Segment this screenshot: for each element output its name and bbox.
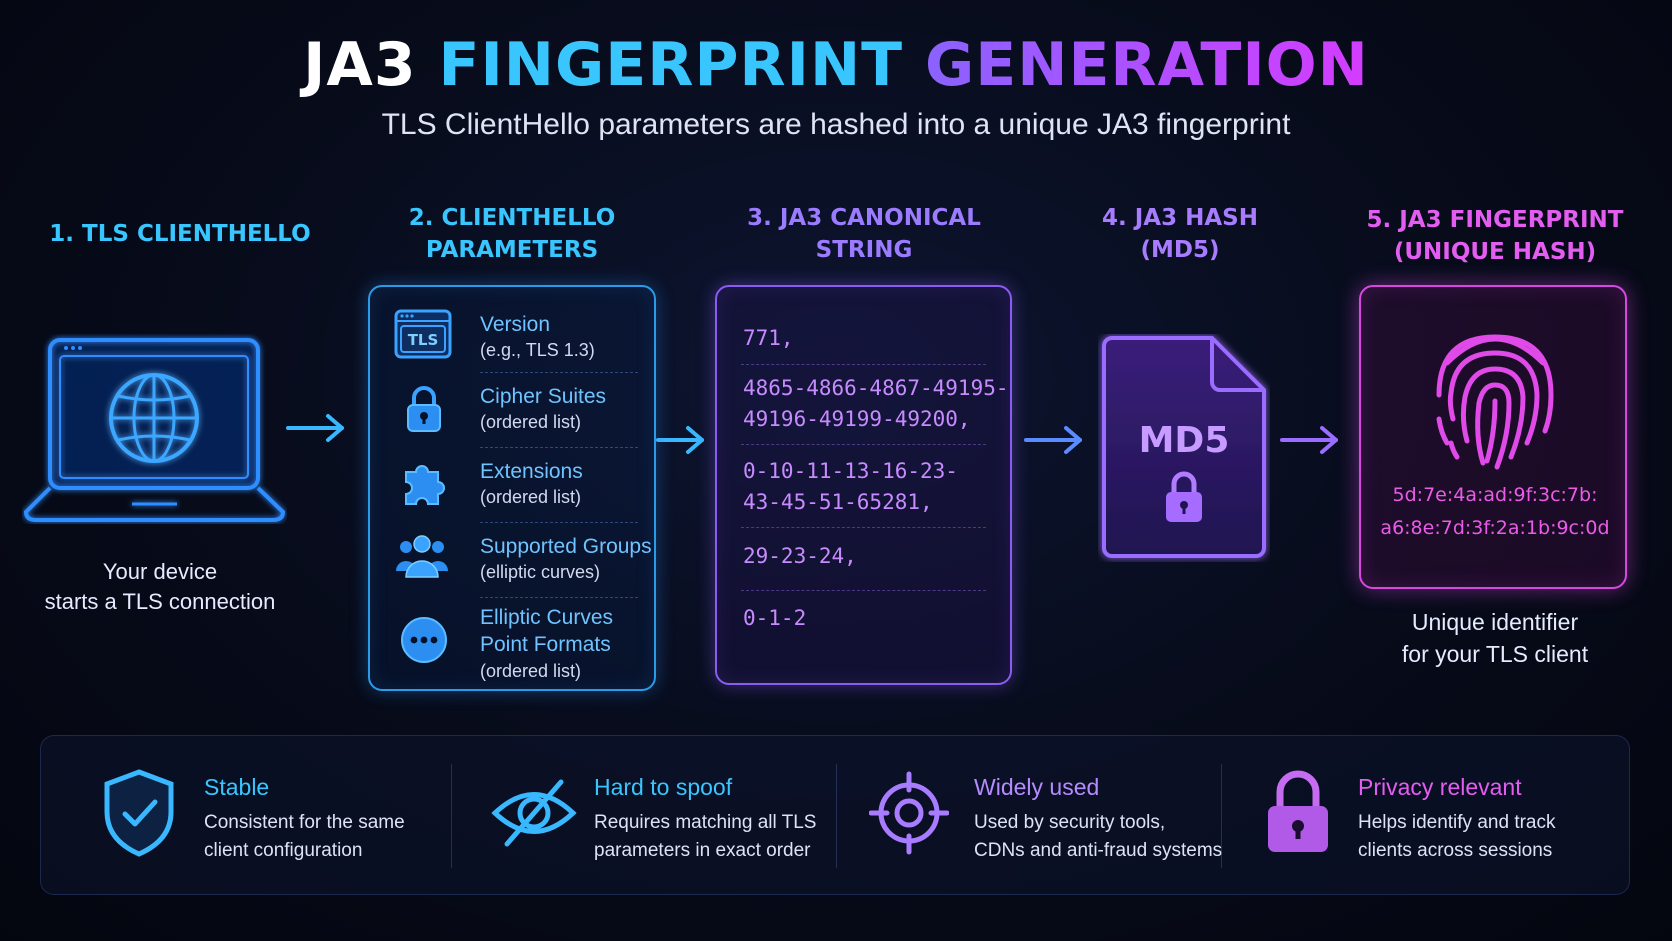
benefit-title: Stable	[204, 774, 270, 800]
param-desc: (e.g., TLS 1.3)	[480, 340, 595, 360]
step-3-title: 3. JA3 CANONICAL STRING	[747, 205, 981, 263]
canonical-version: 771,	[743, 326, 794, 350]
divider	[451, 764, 452, 868]
clienthello-parameters-panel: TLS Version (e.g., TLS 1.3) Cipher Suite…	[368, 285, 656, 691]
divider	[480, 522, 638, 523]
lock-icon	[407, 386, 441, 432]
canonical-string-panel: 771, 4865-4866-4867-49195-49196-49199-49…	[715, 285, 1012, 685]
padlock-icon	[1268, 770, 1328, 852]
fingerprint-icon	[1436, 334, 1554, 470]
md5-file-icon: MD5	[1102, 336, 1266, 558]
title-part-ja3: JA3	[303, 30, 417, 100]
benefit-widely-used: Widely used Used by security tools,CDNs …	[869, 736, 1222, 896]
fingerprint-panel: 5d:7e:4a:ad:9f:3c:7b: a6:8e:7d:3f:2a:1b:…	[1359, 285, 1627, 589]
param-name: Version	[480, 313, 551, 336]
divider	[741, 364, 986, 365]
step-2-title: 2. CLIENTHELLO PARAMETERS	[408, 205, 616, 263]
benefit-title: Privacy relevant	[1358, 774, 1522, 800]
page-title: JA3 FINGERPRINT GENERATION	[0, 30, 1672, 100]
canonical-point-formats: 0-1-2	[743, 606, 807, 630]
param-desc: (elliptic curves)	[480, 562, 601, 582]
param-extensions: Extensions (ordered list)	[370, 454, 658, 518]
puzzle-icon	[405, 465, 445, 505]
canonical-extensions: 0-10-11-13-16-23-43-45-51-65281,	[743, 459, 958, 514]
step-5-title: 5. JA3 FINGERPRINT (UNIQUE HASH)	[1366, 207, 1624, 265]
divider	[741, 590, 986, 591]
param-desc: (ordered list)	[480, 412, 582, 432]
title-part-generation: GENERATION	[925, 30, 1369, 100]
param-name: Supported Groups	[480, 535, 652, 558]
param-version: TLS Version (e.g., TLS 1.3)	[370, 307, 658, 371]
param-cipher-suites: Cipher Suites (ordered list)	[370, 379, 658, 443]
param-desc: (ordered list)	[480, 661, 582, 681]
crosshair-icon	[869, 771, 949, 855]
users-icon	[396, 535, 448, 578]
tls-window-icon: TLS	[394, 309, 452, 359]
divider	[480, 372, 638, 373]
divider	[480, 597, 638, 598]
divider	[1221, 764, 1222, 868]
page-subtitle: TLS ClientHello parameters are hashed in…	[381, 108, 1291, 141]
divider	[836, 764, 837, 868]
dots-icon	[401, 617, 447, 663]
step-5-caption: Unique identifier for your TLS client	[1401, 609, 1589, 667]
divider	[741, 444, 986, 445]
param-supported-groups: Supported Groups (elliptic curves)	[370, 529, 658, 593]
benefit-privacy-relevant: Privacy relevant Helps identify and trac…	[1263, 736, 1603, 896]
svg-text:TLS: TLS	[408, 331, 439, 349]
canonical-ciphers: 4865-4866-4867-49195-49196-49199-49200,	[743, 376, 1009, 431]
benefit-title: Widely used	[974, 774, 1100, 800]
param-name: Extensions	[480, 460, 583, 483]
md5-label: MD5	[1139, 420, 1230, 461]
arrow-icon	[656, 426, 704, 454]
param-desc: (ordered list)	[480, 487, 582, 507]
laptop-icon	[23, 338, 286, 522]
fingerprint-hash: 5d:7e:4a:ad:9f:3c:7b: a6:8e:7d:3f:2a:1b:…	[1380, 484, 1610, 539]
step-4-title: 4. JA3 HASH (MD5)	[1102, 205, 1258, 263]
arrow-icon	[286, 414, 344, 442]
arrow-icon	[1024, 426, 1082, 454]
arrow-icon	[1280, 426, 1338, 454]
param-point-formats: Elliptic Curves Point Formats (ordered l…	[370, 604, 658, 688]
divider	[480, 447, 638, 448]
benefit-desc: Used by security tools,CDNs and anti-fra…	[974, 812, 1223, 861]
canonical-groups: 29-23-24,	[743, 544, 857, 568]
step-1-title: 1. TLS CLIENTHELLO	[49, 221, 311, 247]
eye-slash-icon	[491, 779, 577, 847]
benefit-title: Hard to spoof	[594, 774, 733, 800]
step-1-caption: Your device starts a TLS connection	[44, 559, 276, 614]
shield-check-icon	[104, 769, 174, 857]
param-name: Cipher Suites	[480, 385, 607, 408]
title-part-fingerprint: FINGERPRINT	[438, 30, 904, 100]
divider	[741, 527, 986, 528]
param-name: Elliptic Curves Point Formats	[480, 606, 614, 656]
